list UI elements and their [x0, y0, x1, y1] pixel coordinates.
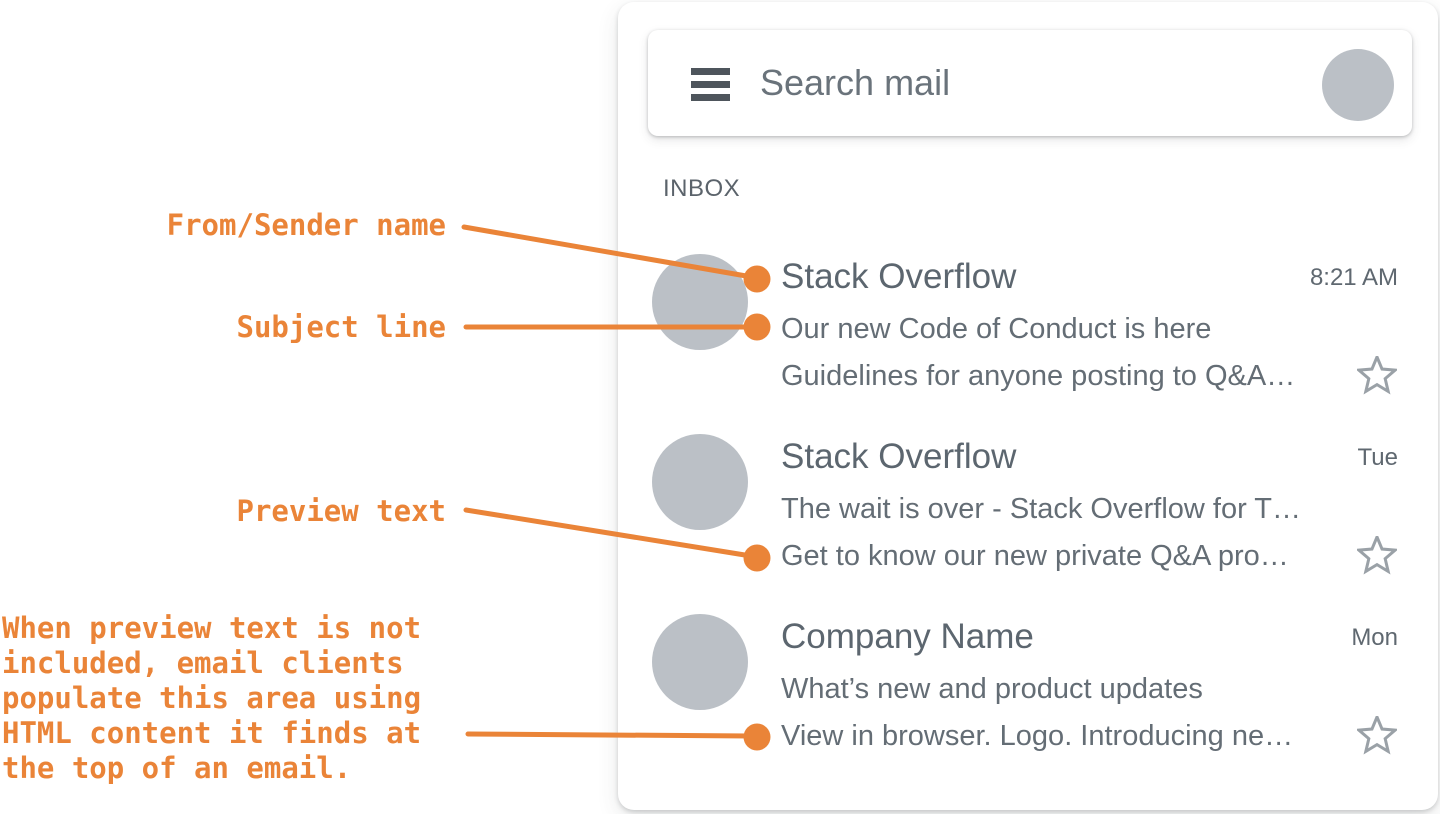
email-time: 8:21 AM [1309, 264, 1398, 291]
star-icon[interactable] [1357, 356, 1397, 396]
email-time: Tue [1357, 444, 1398, 471]
email-client-card: Search mail INBOX Stack Overflow 8:21 AM… [618, 2, 1438, 810]
sender-avatar[interactable] [652, 254, 748, 350]
menu-icon[interactable] [691, 68, 730, 101]
menu-icon-bar [691, 81, 730, 88]
star-icon[interactable] [1357, 716, 1397, 756]
email-row[interactable]: Stack Overflow 8:21 AM Our new Code of C… [618, 230, 1438, 410]
annotation-sender-label: From/Sender name [166, 208, 446, 242]
inbox-section-label: INBOX [663, 175, 741, 202]
email-subject: What’s new and product updates [781, 673, 1203, 705]
email-row[interactable]: Stack Overflow Tue The wait is over - St… [618, 410, 1438, 590]
menu-icon-bar [691, 94, 730, 101]
email-preview: Get to know our new private Q&A pro… [781, 540, 1289, 572]
email-row[interactable]: Company Name Mon What’s new and product … [618, 590, 1438, 770]
annotation-note: When preview text is not included, email… [2, 611, 422, 785]
email-time: Mon [1351, 624, 1398, 651]
email-subject: Our new Code of Conduct is here [781, 313, 1212, 345]
account-avatar[interactable] [1322, 49, 1394, 121]
search-input[interactable]: Search mail [760, 62, 951, 103]
email-preview: View in browser. Logo. Introducing ne… [781, 720, 1294, 752]
sender-avatar[interactable] [652, 614, 748, 710]
sender-avatar[interactable] [652, 434, 748, 530]
annotation-subject-label: Subject line [236, 310, 446, 344]
star-icon[interactable] [1357, 536, 1397, 576]
search-bar: Search mail [648, 30, 1412, 136]
email-subject: The wait is over - Stack Overflow for T… [781, 493, 1301, 525]
annotation-preview-label: Preview text [236, 494, 446, 528]
sender-name: Stack Overflow [781, 257, 1017, 296]
email-preview: Guidelines for anyone posting to Q&A… [781, 360, 1296, 392]
menu-icon-bar [691, 68, 730, 75]
sender-name: Stack Overflow [781, 437, 1017, 476]
sender-name: Company Name [781, 617, 1034, 656]
